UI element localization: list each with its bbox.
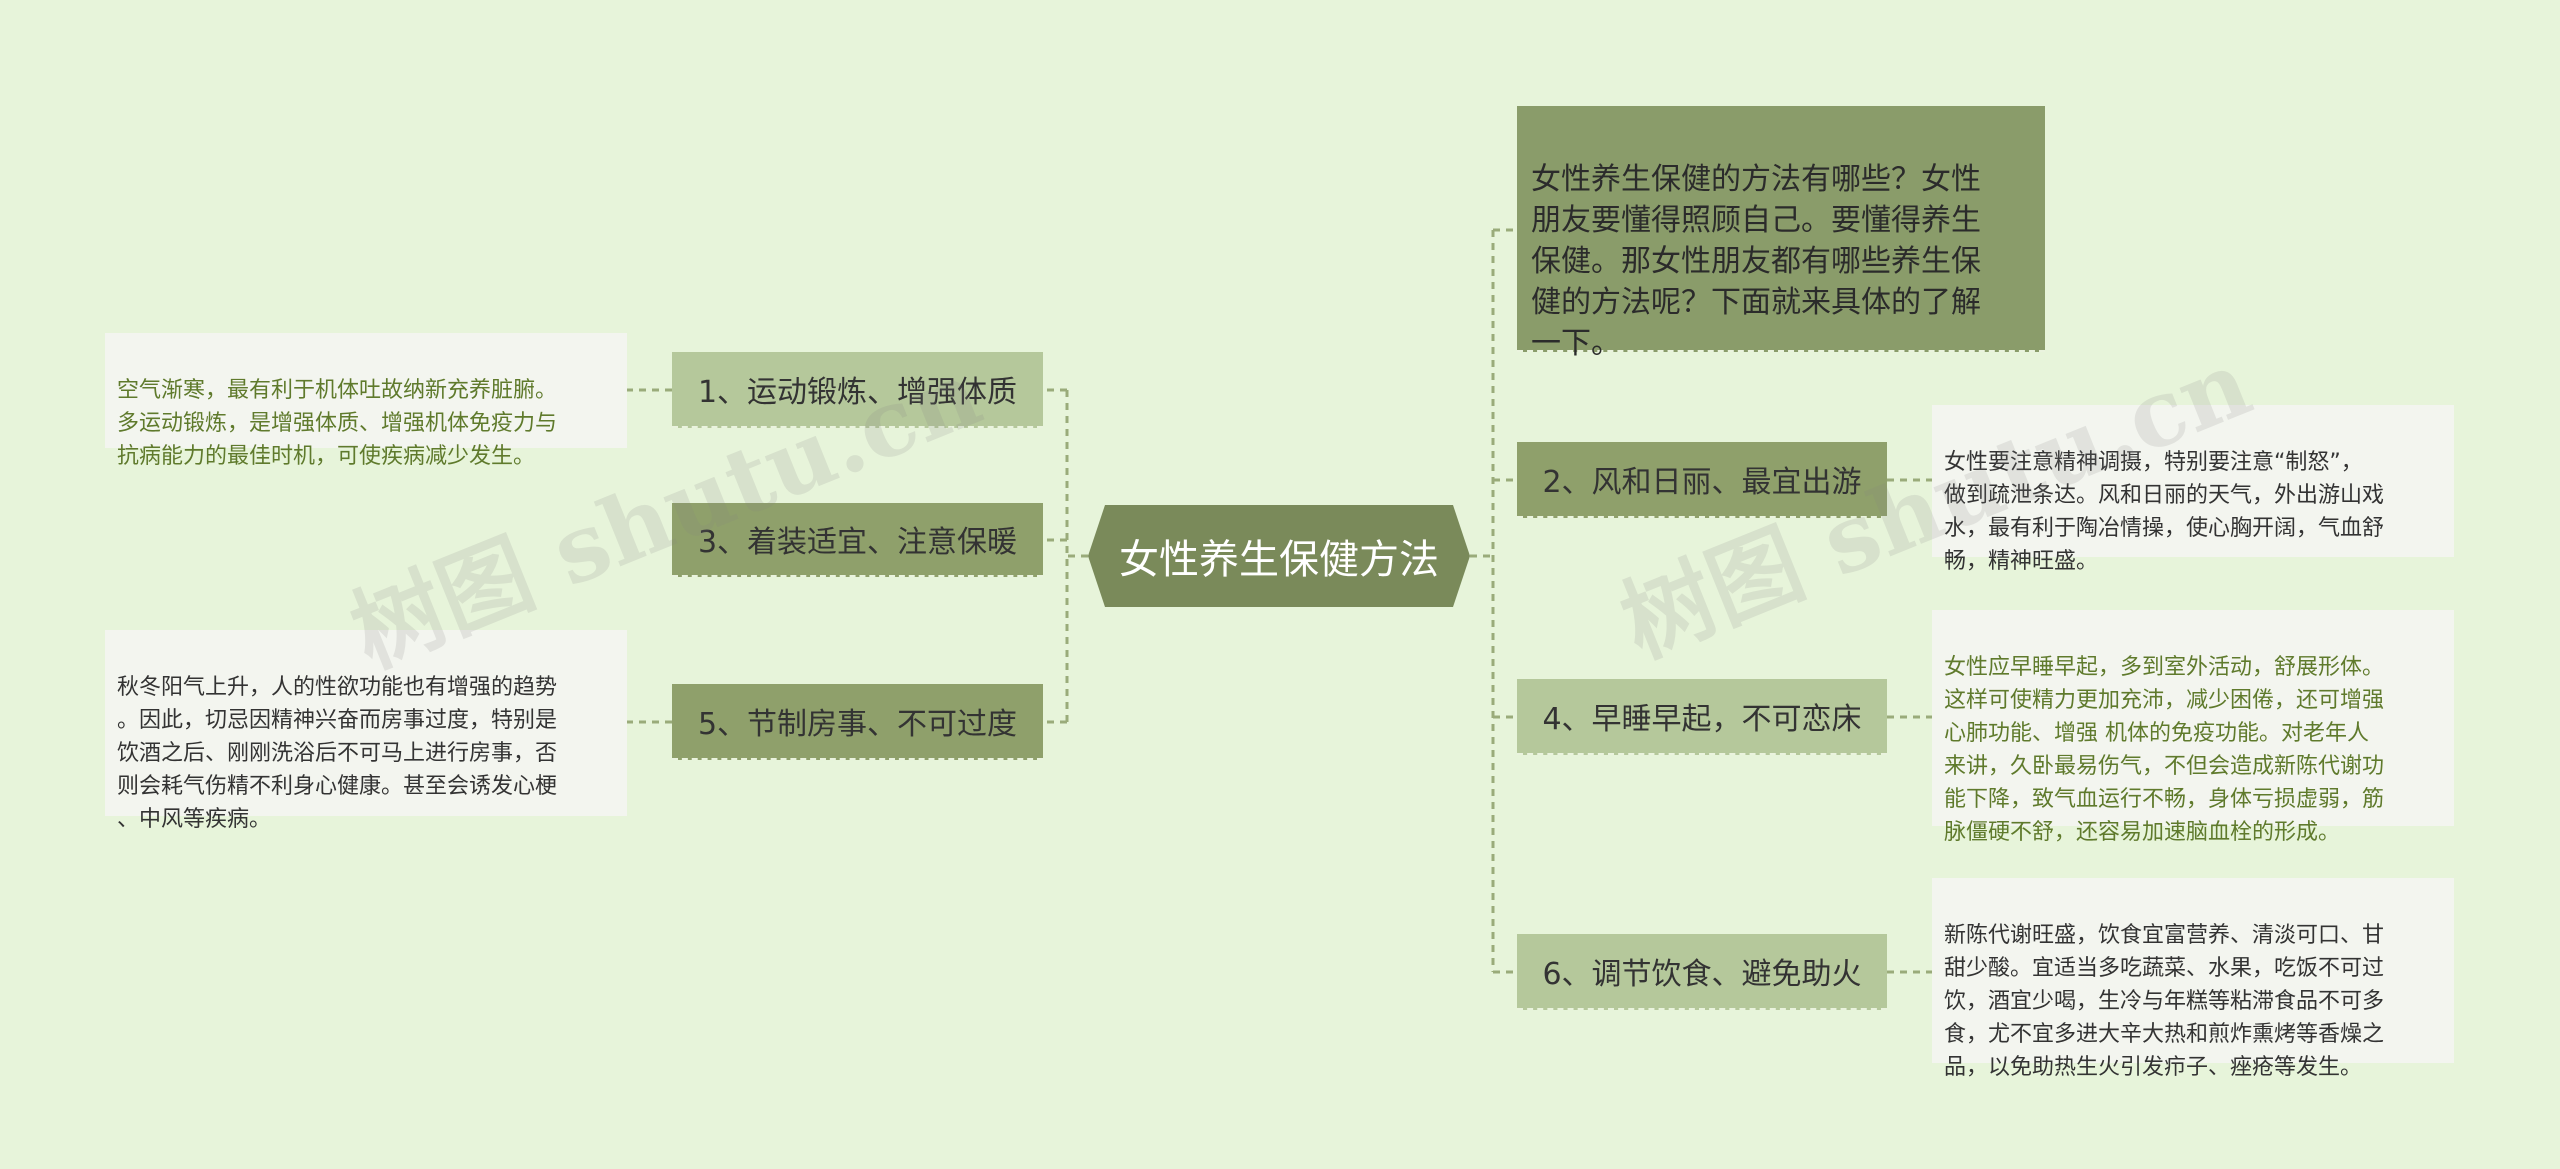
branch-outing[interactable]: 2、风和日丽、最宜出游 [1517, 442, 1887, 518]
branch-moderation[interactable]: 5、节制房事、不可过度 [672, 684, 1043, 760]
branch-moderation-label: 5、节制房事、不可过度 [697, 707, 1018, 742]
leaf-outing[interactable]: 女性要注意精神调摄，特别要注意“制怒”， 做到疏泄条达。风和日丽的天气，外出游山… [1932, 405, 2454, 574]
branch-diet[interactable]: 6、调节饮食、避免助火 [1517, 934, 1887, 1010]
leaf-diet-text: 新陈代谢旺盛，饮食宜富营养、清淡可口、甘 甜少酸。宜适当多吃蔬菜、水果，吃饭不可… [1944, 923, 2385, 1080]
branch-outing-label: 2、风和日丽、最宜出游 [1542, 465, 1862, 500]
branch-diet-label: 6、调节饮食、避免助火 [1542, 957, 1862, 992]
center-topic-label: 女性养生保健方法 [1119, 537, 1439, 583]
leaf-outing-text: 女性要注意精神调摄，特别要注意“制怒”， 做到疏泄条达。风和日丽的天气，外出游山… [1944, 450, 2385, 574]
leaf-moderation-text: 秋冬阳气上升，人的性欲功能也有增强的趋势 。因此，切忌因精神兴奋而房事过度，特别… [117, 675, 558, 832]
leaf-diet[interactable]: 新陈代谢旺盛，饮食宜富营养、清淡可口、甘 甜少酸。宜适当多吃蔬菜、水果，吃饭不可… [1932, 878, 2454, 1080]
branch-exercise[interactable]: 1、运动锻炼、增强体质 [672, 352, 1043, 428]
intro-text: 女性养生保健的方法有哪些？女性 朋友要懂得照顾自己。要懂得养生 保健。那女性朋友… [1531, 162, 1981, 361]
branch-sleep[interactable]: 4、早睡早起，不可恋床 [1517, 679, 1887, 755]
intro-node[interactable]: 女性养生保健的方法有哪些？女性 朋友要懂得照顾自己。要懂得养生 保健。那女性朋友… [1517, 106, 2045, 361]
branch-clothing-label: 3、着装适宜、注意保暖 [697, 525, 1018, 560]
branch-exercise-label: 1、运动锻炼、增强体质 [697, 375, 1018, 410]
leaf-sleep-text: 女性应早睡早起，多到室外活动，舒展形体。 这样可使精力更加充沛，减少困倦，还可增… [1944, 655, 2385, 845]
branch-clothing[interactable]: 3、着装适宜、注意保暖 [672, 503, 1043, 577]
leaf-exercise[interactable]: 空气渐寒，最有利于机体吐故纳新充养脏腑。 多运动锻炼，是增强体质、增强机体免疫力… [105, 333, 627, 469]
leaf-sleep[interactable]: 女性应早睡早起，多到室外活动，舒展形体。 这样可使精力更加充沛，减少困倦，还可增… [1932, 610, 2454, 845]
leaf-exercise-text: 空气渐寒，最有利于机体吐故纳新充养脏腑。 多运动锻炼，是增强体质、增强机体免疫力… [117, 378, 558, 469]
leaf-moderation[interactable]: 秋冬阳气上升，人的性欲功能也有增强的趋势 。因此，切忌因精神兴奋而房事过度，特别… [105, 630, 627, 832]
branch-sleep-label: 4、早睡早起，不可恋床 [1542, 702, 1862, 737]
center-topic[interactable]: 女性养生保健方法 [1088, 505, 1470, 607]
